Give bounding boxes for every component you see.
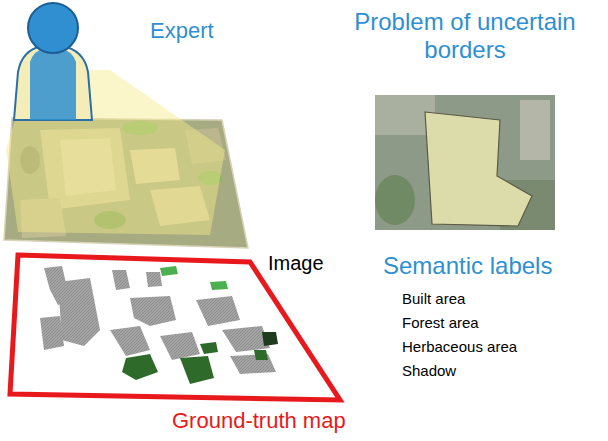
map-frame [10, 255, 340, 400]
class-item: Forest area [402, 314, 479, 331]
layer-label: Image [268, 252, 324, 275]
border-example-image [375, 95, 555, 230]
layer-label: Ground-truth map [172, 408, 346, 433]
vegetation-patches [122, 266, 278, 384]
class-item: Built area [402, 290, 465, 307]
panel-title: Problem of uncertain borders [345, 8, 585, 63]
expert-figure [14, 3, 92, 120]
class-item: Herbaceous area [402, 338, 517, 355]
uncertain-region [425, 112, 532, 226]
figure-title: Expert [150, 18, 214, 43]
ground-truth-map [10, 255, 340, 400]
class-item: Shadow [402, 362, 456, 379]
built-patches [40, 266, 276, 374]
panel-title: Semantic labels [383, 252, 552, 280]
